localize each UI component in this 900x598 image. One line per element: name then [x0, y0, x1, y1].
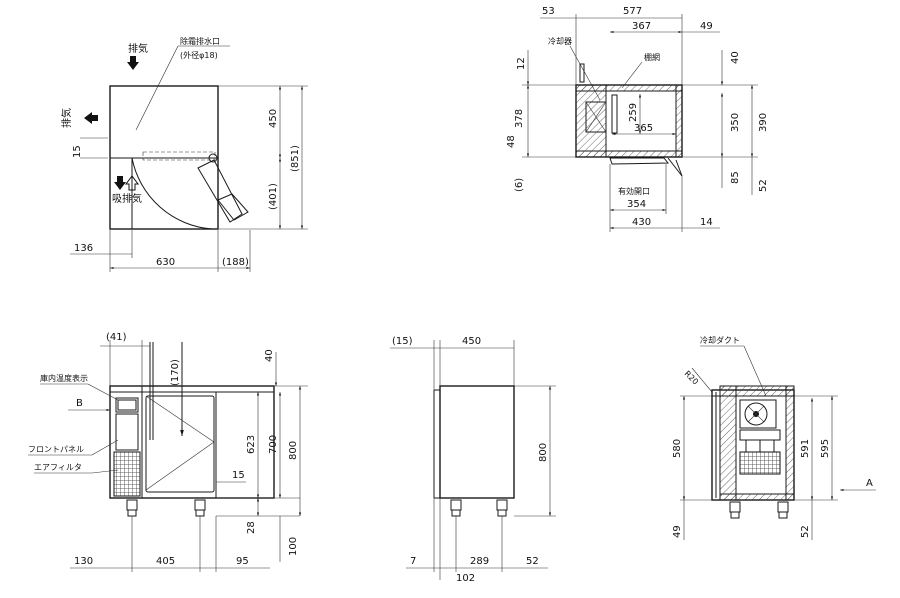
temp-display-label: 庫内温度表示 [40, 373, 88, 383]
dim-back-591: 591 [800, 439, 811, 458]
dim-sec-430: 430 [632, 217, 651, 228]
dim-side-15: (15) [392, 336, 413, 347]
back-feet [729, 501, 789, 519]
temp-display [115, 397, 139, 413]
dim-sec-53: 53 [542, 6, 555, 17]
dim-sec-85: 85 [730, 171, 741, 184]
evaporator [585, 101, 607, 133]
duct-label: 冷却ダクト [700, 335, 740, 345]
air-filter-label: エアフィルタ [34, 463, 82, 472]
exhaust-left-arrow-icon [84, 112, 98, 124]
dim-top-851: (851) [290, 145, 301, 172]
opening-label: 有効開口 [618, 186, 650, 196]
dim-front-700: 700 [268, 435, 279, 454]
front-panel [115, 413, 139, 451]
front-cabinet [109, 385, 275, 499]
dim-sec-6: (6) [514, 178, 525, 192]
front-panel-label: フロントパネル [28, 445, 84, 454]
dim-front-40: 40 [264, 349, 275, 362]
dim-sec-52: 52 [758, 179, 769, 192]
dim-side-7: 7 [410, 556, 416, 567]
dim-sec-390: 390 [758, 113, 769, 132]
dim-front-28: 28 [246, 521, 257, 534]
intake-arrow-icon [114, 175, 139, 191]
dim-sec-367: 367 [632, 21, 651, 32]
dim-side-289: 289 [470, 556, 489, 567]
side-view: (15) 450 800 7 102 289 52 [390, 336, 556, 584]
dim-top-401: (401) [268, 183, 279, 210]
dim-sec-14: 14 [700, 217, 713, 228]
dim-sec-40: 40 [730, 51, 741, 64]
dim-back-595: 595 [820, 439, 831, 458]
dim-front-41: (41) [106, 332, 127, 343]
drain-leader [135, 45, 179, 131]
dim-top-188: (188) [222, 257, 249, 268]
dim-front-95: 95 [236, 556, 249, 567]
dim-side-800: 800 [538, 443, 549, 462]
dim-top-450: 450 [268, 109, 279, 128]
front-door [145, 395, 215, 493]
dim-front-405: 405 [156, 556, 175, 567]
dim-top-15: 15 [72, 145, 83, 158]
dim-sec-365: 365 [634, 123, 653, 134]
back-view: 冷却ダクト R20 580 [672, 335, 876, 540]
dim-sec-577: 577 [623, 6, 642, 17]
dim-sec-350: 350 [730, 113, 741, 132]
dim-sec-12: 12 [516, 57, 527, 70]
dim-sec-378: 378 [514, 109, 525, 128]
open-door [197, 159, 249, 223]
front-view: 庫内温度表示 B フロントパネル エアフィルタ (41) (170) 40 62… [28, 332, 308, 572]
dim-back-52: 52 [800, 525, 811, 538]
dim-front-623: 623 [246, 435, 257, 454]
dim-top-630: 630 [156, 257, 175, 268]
dim-top-136: 136 [74, 243, 93, 254]
exhaust-left-label: 排気 [60, 108, 73, 128]
dim-front-100: 100 [288, 537, 299, 556]
top-view: 排気 排気 除霜排水口 (外径φ18) 吸排気 15 [60, 36, 308, 272]
dim-back-49: 49 [672, 525, 683, 538]
fan-box [739, 399, 777, 429]
dim-sec-259: 259 [628, 103, 639, 122]
view-b-label: B [76, 398, 83, 409]
exhaust-up-arrow-icon [127, 56, 139, 70]
dim-sec-49: 49 [700, 21, 713, 32]
dim-r20: R20 [683, 369, 701, 387]
coil-pipes [745, 440, 775, 452]
dim-side-52: 52 [526, 556, 539, 567]
dim-front-130: 130 [74, 556, 93, 567]
intake-label: 吸排気 [112, 192, 142, 205]
dim-sec-48: 48 [506, 135, 517, 148]
drain-label: 除霜排水口 [180, 36, 220, 46]
dim-sec-354: 354 [627, 199, 646, 210]
door-swing-arc [131, 157, 213, 230]
side-cabinet [439, 385, 515, 499]
dim-front-170: (170) [170, 359, 181, 386]
fan-icon [744, 402, 768, 426]
condenser [739, 451, 781, 475]
dim-side-102: 102 [456, 573, 475, 584]
cooler-label: 冷却器 [548, 36, 572, 46]
dim-front-15: 15 [232, 470, 245, 481]
drain-spec: (外径φ18) [180, 50, 218, 60]
front-feet [126, 499, 206, 517]
dim-back-580: 580 [672, 439, 683, 458]
dim-side-450: 450 [462, 336, 481, 347]
mesh-label: 棚網 [644, 52, 660, 62]
exhaust-top-label: 排気 [128, 42, 148, 55]
section-view: 53 577 367 49 冷却器 棚網 12 378 48 (6) [506, 6, 769, 232]
dim-front-800: 800 [288, 441, 299, 460]
view-a-label: A [866, 478, 873, 489]
side-feet [450, 499, 508, 517]
air-filter [113, 451, 141, 497]
